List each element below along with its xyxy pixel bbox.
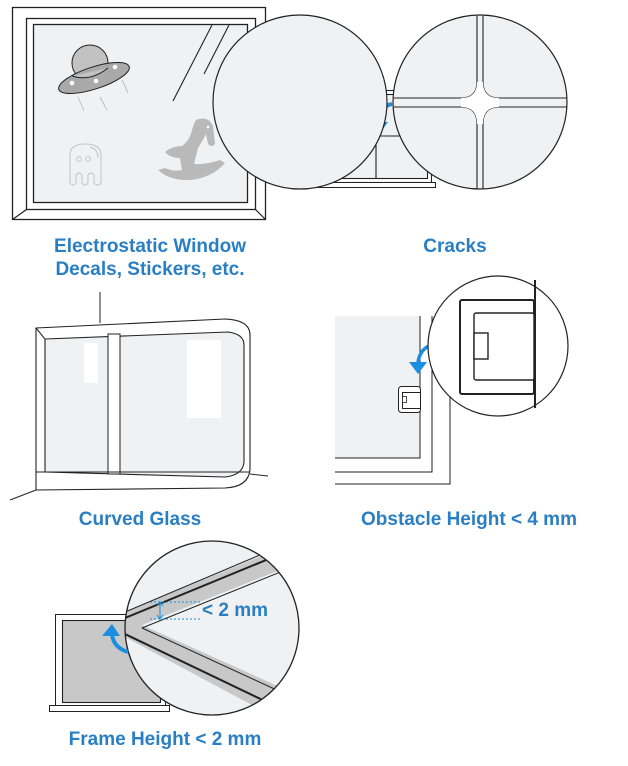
window-corner-icon [335,275,569,485]
caption-frame-height: Frame Height < 2 mm [68,729,262,750]
glare-lines-icon [172,24,230,102]
caption-obstacle: Obstacle Height < 4 mm [361,509,577,530]
panel-curved-glass: Curved Glass [0,290,300,540]
caption-curved-glass: Curved Glass [78,509,202,530]
magnifier-circle-icon [124,540,300,716]
curved-window-icon [9,292,269,501]
magnifier-circle-icon [427,275,569,417]
measure-label: < 2 mm [202,600,269,621]
obstacle-icon [398,386,421,413]
curved-arrow-icon [102,624,129,654]
caption-decals-line2: Decals, Stickers, etc. [55,259,245,280]
window-icon [49,540,300,716]
magnifier-circle-icon [212,14,568,190]
panel-obstacle: Obstacle Height < 4 mm [310,275,628,540]
measure-arrow-icon [150,601,200,620]
ghost-decal-icon [69,143,102,186]
caption-decals: Electrostatic Window Decals, Stickers, e… [20,235,280,281]
panel-decals: Electrostatic Window Decals, Stickers, e… [0,0,300,290]
grid-window-icon [212,14,568,190]
caption-decals-line1: Electrostatic Window [54,236,246,257]
ufo-decal-icon [58,44,130,112]
caption-cracks: Cracks [423,236,487,257]
panel-frame-height: < 2 mm Frame Height < 2 mm [30,540,320,766]
rocking-horse-decal-icon [158,118,225,181]
panel-cracks: Cracks [212,0,628,290]
window-icon [11,6,267,221]
